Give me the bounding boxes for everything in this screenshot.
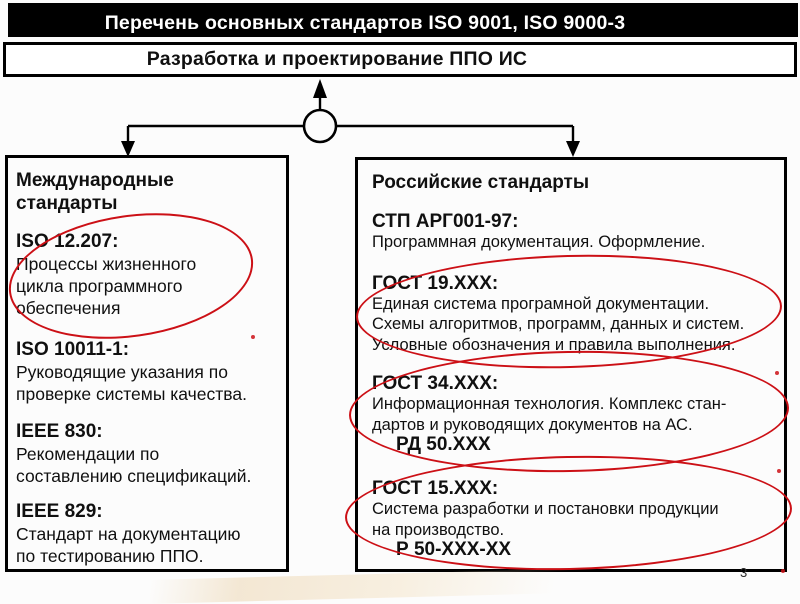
standard-item-stp-arg001-97: СТП АРГ001-97: Программная документация.…	[372, 211, 772, 253]
left-box-header: Международные стандарты	[16, 170, 174, 214]
red-speck	[781, 569, 785, 573]
standard-item-gost-19: ГОСТ 19.XXX: Единая система програмной д…	[372, 273, 772, 356]
standard-item-gost-15: ГОСТ 15.XXX: Система разработки и постан…	[372, 478, 772, 560]
standard-item-iso-12207: ISO 12.207: Процессы жизненного цикла пр…	[16, 231, 278, 319]
standard-id: ГОСТ 34.XXX:	[372, 373, 499, 394]
standard-id: СТП АРГ001-97:	[372, 211, 519, 232]
standard-desc: Информационная технология. Комплекс стан…	[372, 395, 727, 434]
standard-id: IEEE 830:	[16, 421, 103, 442]
subtitle-bar: Разработка и проектирование ППО ИС	[3, 42, 797, 77]
arrow-up-head-icon	[313, 79, 327, 98]
standard-id: ISO 10011-1:	[16, 339, 130, 360]
standard-id: IEEE 829:	[16, 501, 103, 522]
junction-circle	[302, 108, 338, 144]
red-speck	[251, 335, 255, 339]
standard-item-gost-34: ГОСТ 34.XXX: Информационная технология. …	[372, 373, 772, 455]
standard-id: ГОСТ 15.XXX:	[372, 478, 499, 499]
standard-sub-id: РД 50.XXX	[396, 434, 491, 455]
title-bar: Перечень основных стандартов ISO 9001, I…	[8, 3, 798, 37]
standard-desc: Руководящие указания по проверке системы…	[16, 362, 247, 404]
standard-desc: Рекомендации по составлению спецификаций…	[16, 444, 252, 486]
standard-item-iso-10011-1: ISO 10011-1: Руководящие указания по про…	[16, 339, 278, 405]
background-smudge	[150, 568, 600, 604]
standard-item-ieee-830: IEEE 830: Рекомендации по составлению сп…	[16, 421, 278, 487]
russian-standards-box: Российские стандарты СТП АРГ001-97: Прог…	[355, 157, 787, 572]
red-speck	[775, 371, 779, 375]
standard-item-ieee-829: IEEE 829: Стандарт на документацию по те…	[16, 501, 278, 567]
title-text: Перечень основных стандартов ISO 9001, I…	[104, 11, 626, 34]
arrow-down-right-head-icon	[566, 141, 580, 157]
standard-desc: Стандарт на документацию по тестированию…	[16, 524, 241, 566]
red-speck	[777, 469, 781, 473]
subtitle-text: Разработка и проектирование ППО ИС	[146, 48, 528, 70]
standard-id: ГОСТ 19.XXX:	[372, 272, 499, 294]
standard-desc: Процессы жизненного цикла программного о…	[16, 254, 197, 318]
standard-desc: Единая система програмной документации. …	[372, 294, 745, 354]
standard-id: ISO 12.207:	[16, 231, 119, 252]
standard-desc: Система разработки и постановки продукци…	[372, 500, 719, 539]
right-box-header: Российские стандарты	[372, 172, 590, 193]
page-number: 3	[740, 565, 748, 580]
international-standards-box: Международные стандарты ISO 12.207: Проц…	[5, 155, 289, 572]
standard-desc: Программная документация. Оформление.	[372, 233, 706, 251]
standard-sub-id: Р 50-XXX-XX	[396, 539, 512, 560]
